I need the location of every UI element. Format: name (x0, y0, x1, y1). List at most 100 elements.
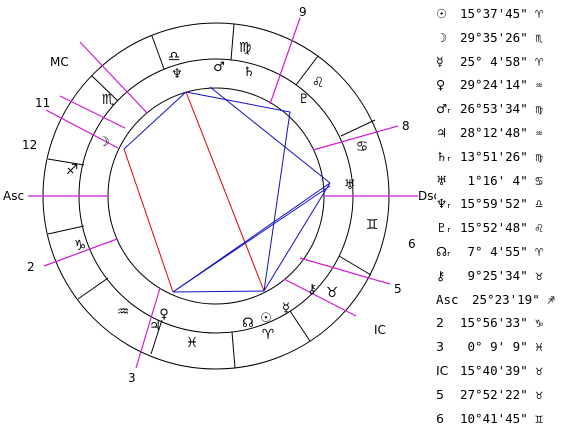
position-row-house-6: 6 10°41'45" ♊ (436, 408, 543, 430)
position-row-ic: IC 15°40'39" ♉ (436, 360, 543, 382)
pluto-symbol: ♇ᵣ (436, 220, 451, 236)
virgo-sign-icon: ♍ (239, 40, 252, 56)
position-row-node: ☊ᵣ 7° 4'55" ♈ (436, 241, 543, 263)
chiron-icon: ⚷ (307, 282, 317, 297)
mercury-position-value: 25° 4'58" ♈ (460, 53, 543, 69)
house-6-symbol: 6 (436, 410, 444, 426)
position-row-moon: ☽ 29°35'26" ♏ (436, 27, 543, 49)
neptune-position-value: 15°59'52" ♎ (460, 196, 543, 212)
taurus-sign-icon: ♉ (326, 285, 339, 301)
position-row-pluto: ♇ᵣ 15°52'48" ♌ (436, 217, 543, 239)
neptune-symbol: ♆ᵣ (436, 196, 451, 212)
uranus-symbol: ♅ (436, 172, 448, 188)
aspect-line-blue (172, 182, 331, 293)
house-number-12: 12 (22, 138, 37, 152)
pluto-position-value: 15°52'48" ♌ (460, 220, 543, 236)
libra-sign-icon: ♎ (168, 49, 181, 65)
position-row-house-3: 3 0° 9' 9" ♓ (436, 336, 543, 358)
jupiter-symbol: ♃ (436, 125, 448, 140)
venus-position-value: 29°24'14" ♒ (460, 77, 543, 93)
house-2-position-value: 15°56'33" ♑ (460, 315, 543, 331)
position-row-asc: Asc 25°23'19" ♐ (436, 289, 555, 311)
cancer-sign-icon: ♋ (356, 139, 369, 155)
uranus-icon: ♅ (344, 178, 356, 193)
pluto-icon: ♇ (298, 92, 310, 107)
pisces-sign-icon: ♓ (186, 335, 199, 351)
leo-sign-icon: ♌ (312, 75, 325, 91)
sun-position-value: 15°37'45" ♈ (460, 6, 543, 21)
node-position-value: 7° 4'55" ♈ (460, 244, 543, 259)
aspect-line-blue (172, 290, 265, 293)
house-number-11: 11 (35, 96, 50, 110)
asc-label: Asc (3, 189, 24, 203)
house-3-position-value: 0° 9' 9" ♓ (460, 339, 543, 355)
aspect-lines (123, 86, 331, 293)
saturn-symbol: ♄ᵣ (436, 148, 451, 164)
position-row-house-5: 5 27°52'22" ♉ (436, 384, 543, 406)
house-2-symbol: 2 (436, 315, 444, 331)
sign-boundaries (47, 23, 389, 369)
aspect-line-blue (185, 91, 291, 292)
node-symbol: ☊ᵣ (436, 244, 451, 259)
position-row-house-2: 2 15°56'33" ♑ (436, 312, 543, 334)
mc-label: MC (50, 55, 69, 69)
chiron-symbol: ⚷ (436, 267, 446, 283)
natal-chart-wheel: Asc Dsc MC IC 2 3 5 6 8 9 11 12 ♍ ♌ ♋ ♊ … (3, 5, 436, 385)
mercury-icon: ☿ (282, 301, 290, 316)
scorpio-sign-icon: ♏ (102, 92, 115, 108)
node-icon: ☊ (242, 316, 254, 331)
venus-icon: ♀ (159, 307, 169, 322)
moon-icon: ☽ (98, 135, 110, 150)
house-6-position-value: 10°41'45" ♊ (460, 410, 543, 426)
sun-symbol: ☉ (436, 6, 448, 21)
house-3-symbol: 3 (436, 339, 444, 355)
venus-symbol: ♀ (436, 77, 446, 93)
ic-position-value: 15°40'39" ♉ (460, 363, 543, 378)
position-row-mercury: ☿ 25° 4'58" ♈ (436, 51, 543, 73)
house-5-position-value: 27°52'22" ♉ (460, 386, 543, 402)
sun-icon: ☉ (260, 311, 272, 326)
mars-symbol: ♂ᵣ (436, 101, 451, 117)
moon-symbol: ☽ (436, 29, 448, 45)
asc-symbol: Asc (436, 291, 459, 307)
position-row-mars: ♂ᵣ 26°53'34" ♍ (436, 98, 543, 120)
dsc-label: Dsc (418, 189, 436, 203)
house-number-9: 9 (299, 5, 307, 19)
jupiter-icon: ♃ (149, 319, 161, 334)
capricorn-sign-icon: ♑ (74, 238, 87, 254)
saturn-icon: ♄ (243, 65, 255, 80)
position-row-venus: ♀ 29°24'14" ♒ (436, 74, 543, 96)
aquarius-sign-icon: ♒ (117, 304, 130, 320)
mars-icon: ♂ (213, 60, 225, 75)
aries-sign-icon: ♈ (262, 327, 275, 343)
position-row-chiron: ⚷ 9°25'34" ♉ (436, 265, 543, 287)
saturn-position-value: 13°51'26" ♍ (460, 148, 543, 164)
aspect-line-blue (209, 86, 331, 184)
aspect-line-red (185, 91, 265, 292)
jupiter-position-value: 28°12'48" ♒ (460, 125, 543, 140)
house-number-8: 8 (402, 119, 410, 133)
mercury-symbol: ☿ (436, 53, 444, 69)
house-number-2: 2 (27, 260, 35, 274)
position-row-jupiter: ♃ 28°12'48" ♒ (436, 122, 543, 144)
neptune-icon: ♆ (171, 67, 183, 82)
aspect-line-blue (172, 185, 331, 293)
position-row-uranus: ♅ 1°16' 4" ♋ (436, 170, 543, 192)
uranus-position-value: 1°16' 4" ♋ (460, 172, 543, 188)
asc-position-value: 25°23'19" ♐ (472, 291, 555, 307)
mars-position-value: 26°53'34" ♍ (460, 101, 543, 117)
position-row-neptune: ♆ᵣ 15°59'52" ♎ (436, 193, 543, 215)
gemini-sign-icon: ♊ (366, 217, 379, 233)
house-5-symbol: 5 (436, 386, 444, 402)
house-number-6: 6 (408, 237, 416, 251)
ic-label: IC (374, 323, 386, 337)
position-row-sun: ☉ 15°37'45" ♈ (436, 3, 543, 25)
house-number-5: 5 (394, 282, 402, 296)
planet-positions-list: ☉15°37'45" ♈☽29°35'26" ♏☿25° 4'58" ♈♀29°… (436, 0, 563, 446)
moon-position-value: 29°35'26" ♏ (460, 29, 543, 45)
chiron-position-value: 9°25'34" ♉ (460, 267, 543, 283)
sagittarius-sign-icon: ♐ (66, 162, 79, 178)
house-cusps (28, 17, 418, 369)
house-number-3: 3 (128, 371, 136, 385)
ic-symbol: IC (436, 363, 449, 378)
